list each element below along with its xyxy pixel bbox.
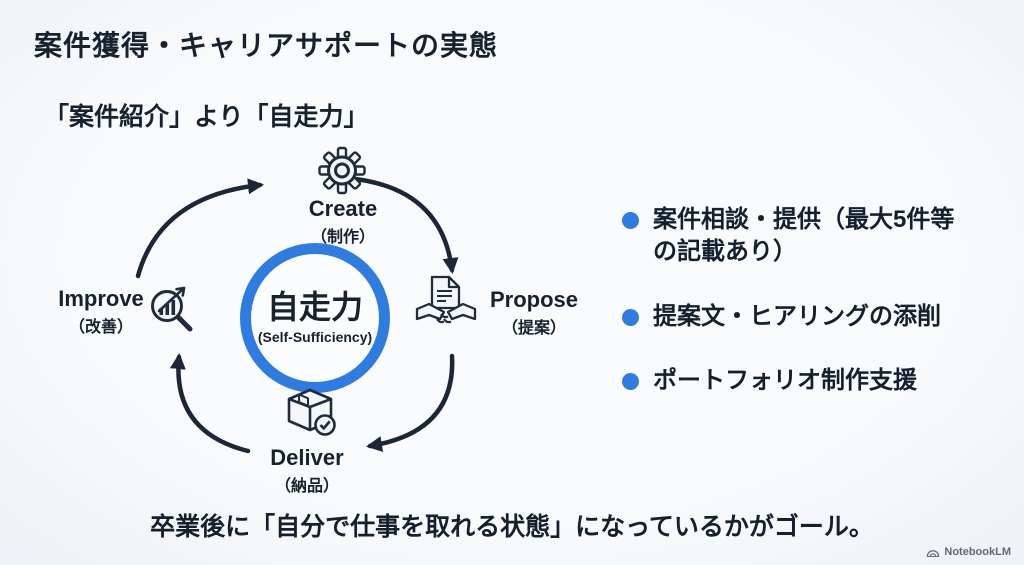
document-handshake-icon: [415, 275, 477, 324]
watermark-label: NotebookLM: [944, 546, 1011, 558]
arrow-deliver-to-improve: [169, 353, 251, 454]
notebooklm-logo-icon: [927, 549, 940, 557]
bullet-text: ポートフォリオ制作支援: [653, 367, 917, 395]
arrow-propose-to-deliver: [366, 353, 455, 452]
bullet-list: 案件相談・提供（最大5件等 の記載あり） 提案文・ヒアリングの添削 ポートフォリ…: [622, 204, 1017, 398]
bullet-dot-icon: [622, 212, 639, 229]
step-deliver-label: Deliver （納品）: [270, 445, 344, 496]
center-sublabel: (Self-Sufficiency): [257, 328, 373, 345]
footer-note: 卒業後に「自分で仕事を取れる状態」になっているかがゴール。: [150, 513, 874, 541]
bullet-item: ポートフォリオ制作支援: [622, 365, 1017, 397]
magnifier-chart-icon: [151, 286, 193, 332]
bullet-dot-icon: [622, 308, 639, 326]
step-propose-label: Propose （提案）: [489, 287, 579, 338]
page-title: 案件獲得・キャリアサポートの実態: [34, 30, 499, 61]
step-create-label: Create （制作）: [308, 196, 378, 247]
bullet-dot-icon: [622, 373, 639, 391]
bullet-item: 案件相談・提供（最大5件等 の記載あり）: [622, 204, 1017, 269]
step-improve-label: Improve （改善）: [58, 286, 144, 337]
notebooklm-watermark: NotebookLM: [926, 546, 1011, 558]
gear-icon: [318, 146, 366, 195]
bullet-text: 提案文・ヒアリングの添削: [653, 302, 941, 330]
arrow-improve-to-create: [135, 178, 264, 279]
bullet-item: 提案文・ヒアリングの添削: [622, 301, 1017, 333]
bullet-text: 案件相談・提供（最大5件等 の記載あり）: [653, 206, 955, 266]
slide-subtitle: 「案件紹介」より「自走力」: [44, 103, 369, 131]
package-check-icon: [287, 388, 336, 436]
self-sufficiency-circle: 自走力 (Self-Sufficiency): [240, 243, 390, 393]
center-label: 自走力: [266, 289, 363, 326]
